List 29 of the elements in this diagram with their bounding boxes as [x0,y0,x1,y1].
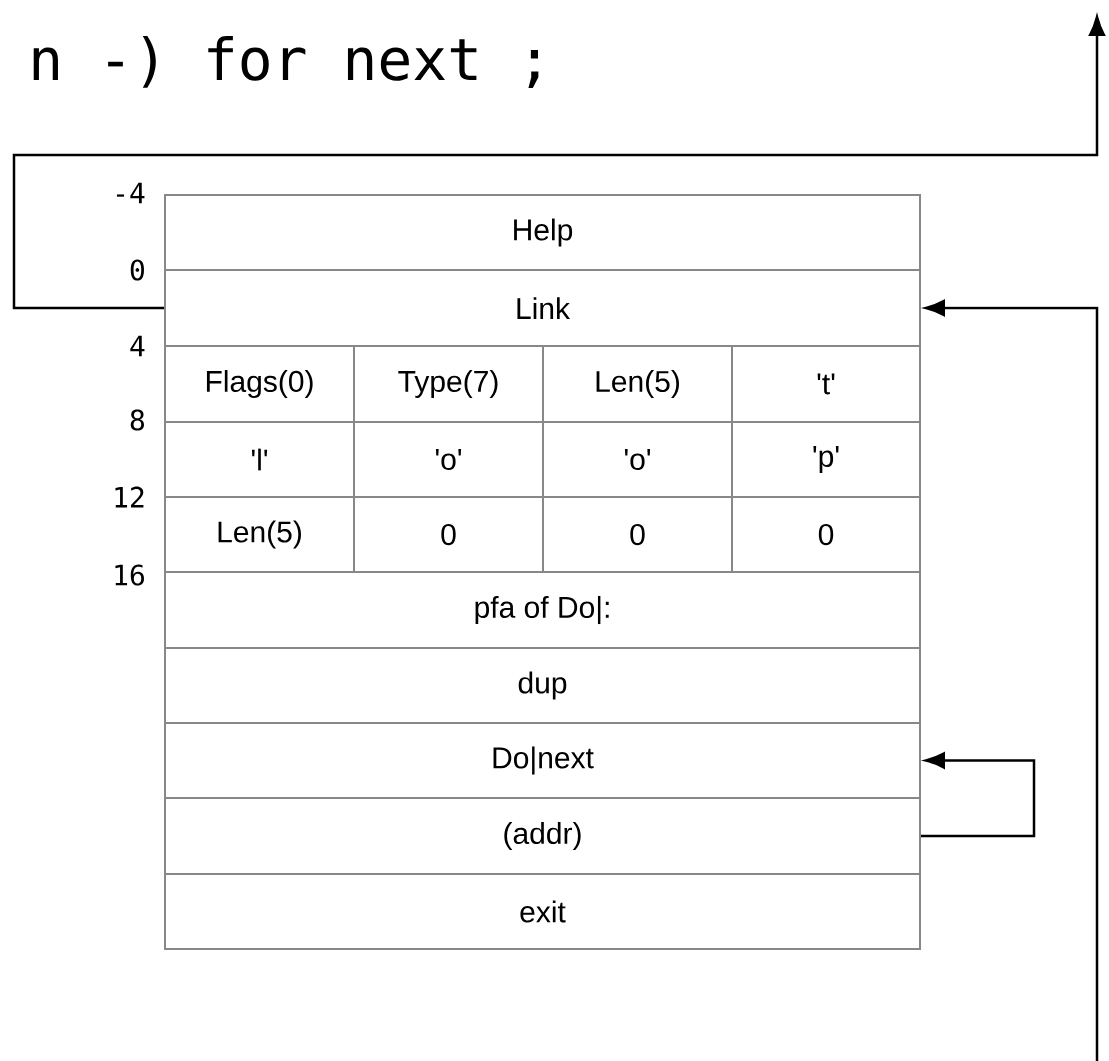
memory-cell: Len(5) [164,496,355,573]
offset-label: 12 [115,486,144,508]
memory-cell: Help [164,194,921,271]
arrow [12,15,1106,310]
memory-cell: 0 [353,496,544,573]
memory-cell: 0 [731,496,921,573]
memory-cell: 'o' [353,421,544,498]
offset-label: 4 [130,335,145,357]
memory-cell: 'p' [731,421,921,498]
arrow [924,299,1099,1061]
memory-cell: pfa of Do|: [164,571,921,649]
code-line: n -) for next ; [33,35,539,89]
memory-cell: dup [164,647,921,724]
memory-cell: Flags(0) [164,345,355,423]
offset-label: 8 [130,409,144,431]
offset-label: 0 [130,259,144,281]
memory-cell: Do|next [164,722,921,799]
memory-cell: Len(5) [542,345,733,423]
memory-cell: Link [164,269,921,347]
arrow [921,752,1036,838]
memory-cell: 0 [542,496,733,573]
offset-label: -4 [116,182,145,204]
memory-cell: 'l' [164,421,355,498]
memory-cell: Type(7) [353,345,544,423]
offset-label: 16 [115,564,144,586]
memory-cell: exit [164,873,921,950]
memory-cell: 't' [731,345,921,423]
memory-cell: (addr) [164,797,921,875]
memory-cell: 'o' [542,421,733,498]
